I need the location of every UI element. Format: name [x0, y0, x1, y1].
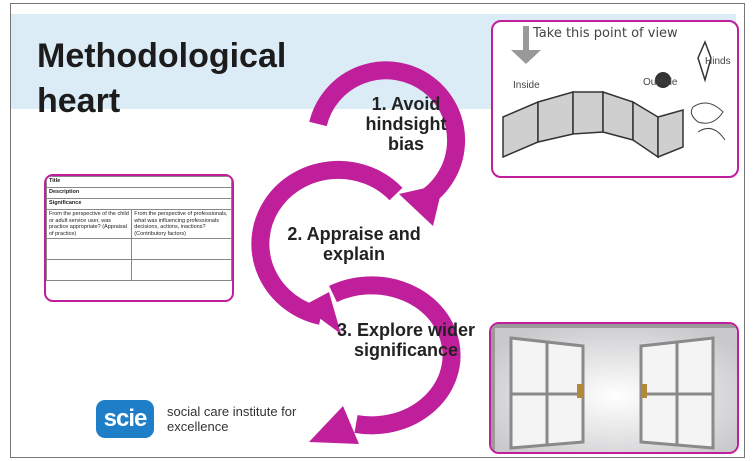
- arrow-1-arc: [309, 61, 466, 209]
- slide: Methodological heart 1. Avoid hindsight …: [10, 3, 745, 458]
- arrow-1-head: [399, 184, 443, 226]
- form-row-description: Description: [46, 187, 232, 199]
- open-window-image: [489, 322, 739, 454]
- arrow-3-arc: [329, 276, 461, 435]
- appraisal-form-image: Title Description Significance From the …: [44, 174, 234, 302]
- tunnel-illustration: [502, 26, 726, 159]
- arrow-3-head: [309, 406, 359, 444]
- viewpoint-inside-label: Inside: [513, 80, 540, 91]
- scie-logo: scie: [96, 400, 154, 438]
- arrow-2-arc: [251, 160, 403, 325]
- form-col-left: From the perspective of the child or adu…: [46, 209, 133, 239]
- scie-logo-text-content: social care institute for excellence: [167, 404, 297, 434]
- form-row-significance: Significance: [46, 198, 232, 210]
- viewpoint-caption: Take this point of view: [533, 26, 678, 41]
- window-illustration: [491, 324, 737, 452]
- form-blank-cell: [46, 259, 133, 281]
- viewpoint-hinds-label: Hinds: [705, 56, 731, 67]
- form-blank-cell: [131, 238, 232, 260]
- appraisal-form-table: Title Description Significance From the …: [46, 176, 232, 281]
- slide-title-line-2: heart: [37, 82, 121, 120]
- cycle-arrows: [251, 61, 466, 444]
- form-blank-cell: [131, 259, 232, 281]
- step-1-label: 1. Avoid hindsight bias: [365, 94, 447, 154]
- slide-title: Methodological heart: [37, 34, 286, 124]
- form-col-right: From the perspective of professionals, w…: [131, 209, 232, 239]
- point-of-view-image: Take this point of view Inside Outside H…: [491, 20, 739, 178]
- arrow-2-head: [303, 292, 341, 334]
- form-row-title: Title: [46, 176, 232, 188]
- scie-logo-text: social care institute for excellence: [167, 404, 327, 434]
- slide-title-line-1: Methodological: [37, 37, 287, 75]
- step-3-label: 3. Explore wider significance: [336, 320, 476, 360]
- step-2-label: 2. Appraise and explain: [287, 224, 421, 264]
- viewpoint-outside-label: Outside: [643, 77, 678, 88]
- form-blank-cell: [46, 238, 133, 260]
